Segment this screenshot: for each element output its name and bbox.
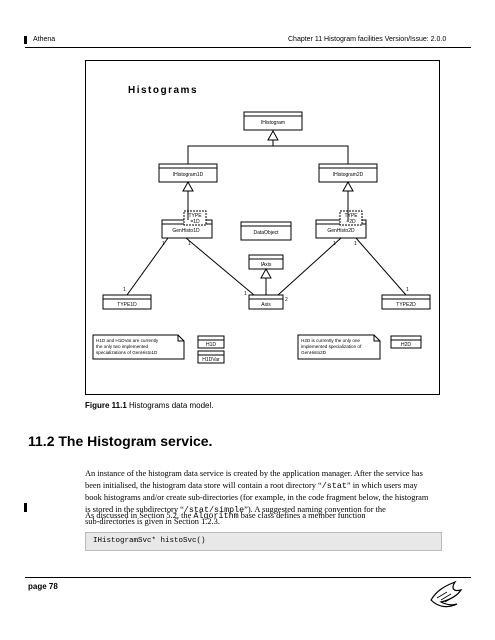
svg-text:H1D and H1DVar are currently: H1D and H1DVar are currently — [96, 338, 159, 343]
generalization-arrow-2d — [342, 180, 354, 192]
header-left: Athena — [33, 36, 56, 43]
class-h2d: H2D — [390, 335, 422, 349]
svg-text:implemented specialization of: implemented specialization of — [301, 344, 362, 349]
svg-text:TYPE: TYPE — [344, 213, 358, 219]
diagram-svg: Histograms IHistogram IHistogram1D IHist… — [92, 85, 431, 364]
assoc-gen1d-axis — [185, 237, 255, 296]
note-genhisto2d: H2D is currently the only one implemente… — [297, 334, 381, 360]
svg-text:IHistogram1D: IHistogram1D — [173, 172, 204, 178]
p1-line3: book histograms and/or create sub-direct… — [85, 493, 429, 503]
p1-line2: been initialised, the histogram data sto… — [85, 480, 418, 491]
svg-text:TYPE1D: TYPE1D — [117, 302, 137, 308]
svg-text:1: 1 — [333, 241, 336, 247]
svg-text:=1D: =1D — [190, 219, 200, 225]
footer-rule — [25, 577, 471, 578]
multiplicity-labels: 1 1 1 1 1 1 1 2 — [123, 241, 409, 303]
class-ihistogram1d: IHistogram1D — [158, 163, 218, 183]
note-genhisto1d: H1D and H1DVar are currently the only tw… — [92, 334, 185, 360]
assoc-gen2d-type2d — [355, 237, 407, 296]
diagram-title: Histograms — [128, 85, 198, 96]
svg-text:H1D: H1D — [206, 342, 216, 348]
code-block: IHistogramSvc* histoSvc() — [85, 532, 442, 551]
page-number: page 78 — [28, 582, 58, 591]
svg-text:IHistogram2D: IHistogram2D — [333, 172, 364, 178]
histograms-diagram: Histograms IHistogram IHistogram1D IHist… — [85, 60, 440, 395]
change-bar-top — [24, 36, 27, 44]
svg-text:Axis: Axis — [261, 302, 271, 308]
class-ihistogram: IHistogram — [243, 111, 303, 131]
paragraph-2: As discussed in Section 5.2, the Algorit… — [85, 511, 366, 521]
class-h1d: H1D — [197, 335, 225, 349]
generalization-arrow-axis — [260, 267, 272, 279]
svg-text:GenHisto2D: GenHisto2D — [301, 350, 327, 355]
assoc-gen2d-axis — [277, 237, 342, 296]
svg-text:1: 1 — [162, 241, 165, 247]
svg-text:1: 1 — [188, 241, 191, 247]
svg-text:1: 1 — [244, 291, 247, 297]
svg-text:IAxis: IAxis — [261, 262, 272, 268]
generalization-arrow-1d — [182, 180, 194, 192]
svg-text:GenHisto2D: GenHisto2D — [327, 228, 355, 234]
svg-text:1: 1 — [406, 287, 409, 293]
svg-text:1: 1 — [123, 287, 126, 293]
paragraph-1: An instance of the histogram data servic… — [85, 468, 447, 528]
generalization-arrow-histogram — [267, 129, 279, 141]
edge-2d-to-histogram — [273, 145, 349, 164]
class-axis: Axis — [248, 294, 284, 310]
class-genhisto2d: GenHisto2D TYPE =2D — [315, 210, 367, 239]
svg-text:DataObject: DataObject — [253, 230, 279, 236]
figure-caption: Figure 11.1 Histograms data model. — [85, 401, 214, 410]
header-right: Chapter 11 Histogram facilities Version/… — [288, 36, 447, 43]
svg-text:IHistogram: IHistogram — [261, 120, 285, 126]
svg-text:TYPE2D: TYPE2D — [396, 302, 416, 308]
class-iaxis: IAxis — [248, 254, 284, 270]
svg-text:2: 2 — [285, 297, 288, 303]
assoc-gen1d-type1d — [126, 237, 169, 296]
class-genhisto1d: GenHisto1D TYPE =1D — [161, 210, 213, 239]
p1-line4: is stored in the subdirectory “/stat/sim… — [85, 504, 386, 515]
class-type2d: TYPE2D — [381, 294, 431, 310]
owl-logo-icon — [430, 580, 463, 608]
section-title: 11.2 The Histogram service. — [28, 433, 213, 449]
p1-line5: sub-directories is given in Section 1.2.… — [85, 517, 220, 527]
svg-text:the only two implemented: the only two implemented — [96, 344, 149, 349]
svg-text:H2D is currently the only one: H2D is currently the only one — [301, 338, 360, 343]
figure-caption-text: Histograms data model. — [126, 401, 214, 410]
svg-text:H2D: H2D — [401, 342, 411, 348]
class-ihistogram2d: IHistogram2D — [318, 163, 378, 183]
edge-1d-to-histogram — [187, 130, 274, 164]
figure-label: Figure 11.1 — [85, 401, 127, 410]
class-h1dvar: H1DVar — [197, 350, 225, 364]
svg-text:H1DVar: H1DVar — [202, 357, 220, 363]
svg-text:TYPE: TYPE — [188, 213, 202, 219]
class-dataobject: DataObject — [240, 221, 292, 241]
svg-text:1: 1 — [354, 241, 357, 247]
svg-text:specializations of GenHisto1D: specializations of GenHisto1D — [96, 350, 158, 355]
svg-text:=2D: =2D — [346, 219, 356, 225]
p1-line1: An instance of the histogram data servic… — [85, 469, 423, 478]
class-type1d: TYPE1D — [102, 294, 152, 310]
header-rule — [25, 47, 471, 48]
svg-text:GenHisto1D: GenHisto1D — [172, 228, 200, 234]
change-bar-paragraph — [24, 503, 27, 512]
